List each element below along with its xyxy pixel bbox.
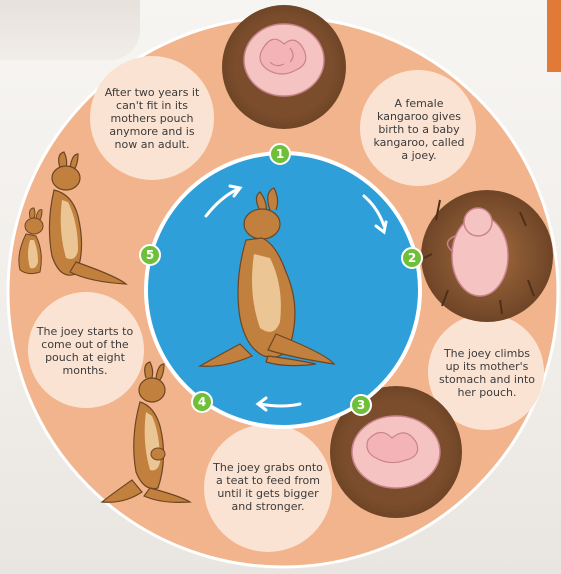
nest-illustration-1 xyxy=(222,5,346,129)
step-5-caption-text: After two years it can't fit in its moth… xyxy=(102,86,202,151)
step-5-caption: After two years it can't fit in its moth… xyxy=(92,58,212,178)
step-2-caption-text: The joey climbs up its mother's stomach … xyxy=(437,347,537,399)
step-3-caption: The joey grabs onto a teat to feed from … xyxy=(201,432,335,542)
step-number-badge-3: 3 xyxy=(350,394,372,416)
step-3-caption-text: The joey grabs onto a teat to feed from … xyxy=(212,461,324,513)
step-number-badge-1: 1 xyxy=(269,143,291,165)
nest-illustration-2 xyxy=(421,190,553,322)
step-number-badge-4: 4 xyxy=(191,391,213,413)
step-4-caption-text: The joey starts to come out of the pouch… xyxy=(35,325,135,377)
step-number-badge-5: 5 xyxy=(139,244,161,266)
step-2-caption: The joey climbs up its mother's stomach … xyxy=(427,318,547,428)
step-number-badge-2: 2 xyxy=(401,247,423,269)
step-4-caption: The joey starts to come out of the pouch… xyxy=(24,296,146,406)
step-1-caption: A female kangaroo gives birth to a baby … xyxy=(360,74,478,184)
step-1-caption-text: A female kangaroo gives birth to a baby … xyxy=(369,97,469,162)
